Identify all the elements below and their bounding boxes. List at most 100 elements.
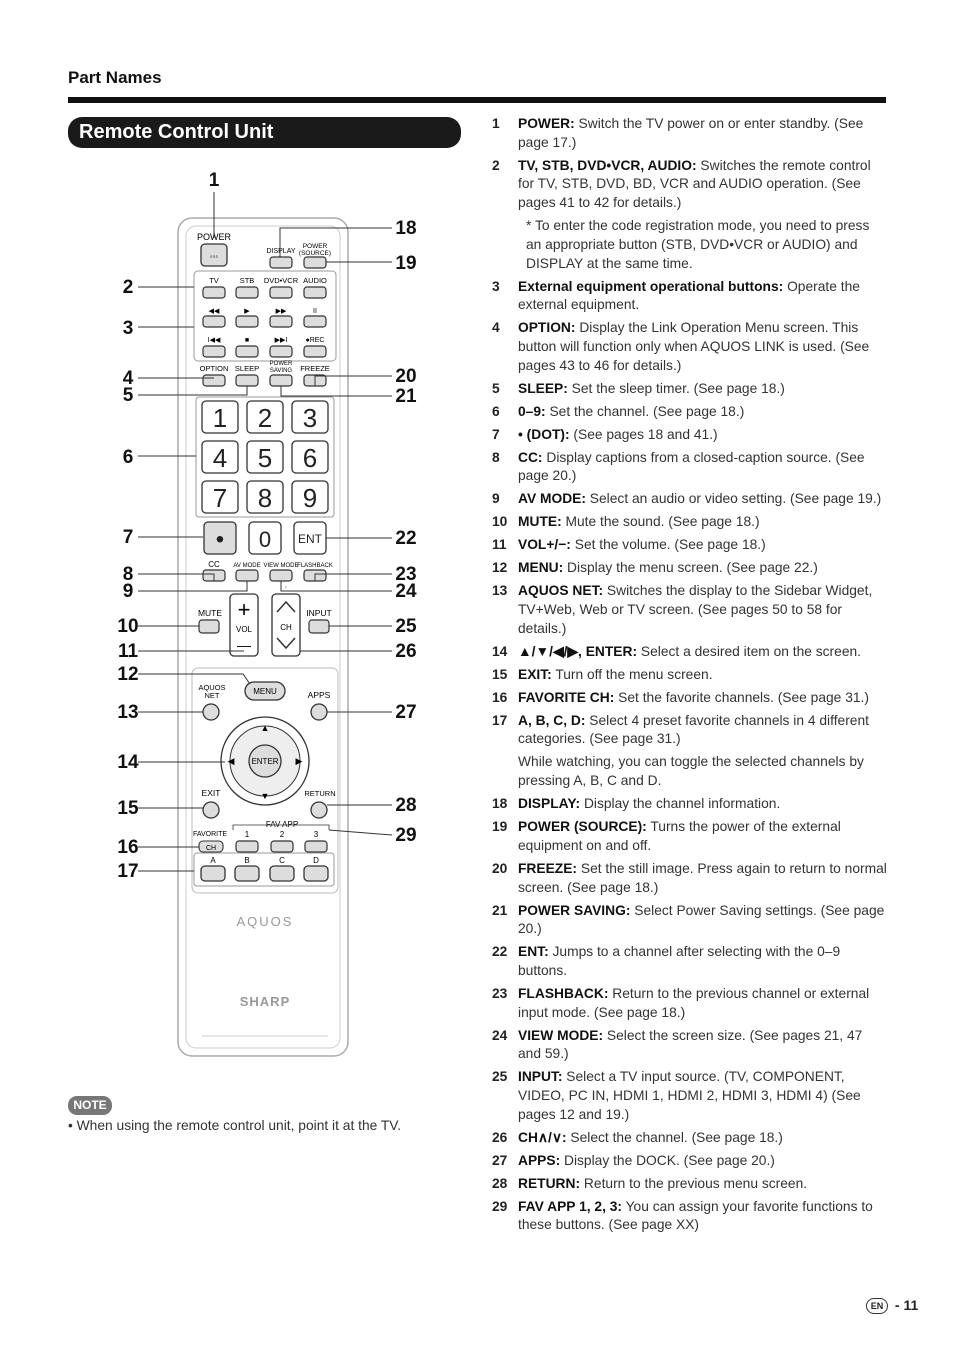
callout-number: 19 — [395, 253, 416, 274]
item-label: AV MODE: — [518, 491, 586, 507]
page-footer: EN - 11 — [866, 1297, 918, 1315]
svg-text:II: II — [313, 308, 317, 315]
item-label: POWER (SOURCE): — [518, 819, 647, 835]
favorite-ch-button: FAVORITE CH — [193, 831, 227, 853]
item-text: OPTION: Display the Link Operation Menu … — [518, 320, 870, 373]
leader-line — [138, 573, 215, 581]
item-text: SLEEP: Set the sleep timer. (See page 18… — [518, 380, 785, 396]
aquos-logo: AQUOS — [237, 914, 294, 929]
item-number: 3 — [492, 278, 500, 294]
callout-number: 28 — [395, 795, 416, 816]
color-button: D — [303, 856, 329, 882]
svg-text:POWER: POWER — [270, 361, 293, 367]
language-badge: EN — [866, 1298, 888, 1315]
leader-line — [138, 673, 251, 685]
item-label: AQUOS NET: — [518, 583, 604, 599]
leader-line — [280, 386, 392, 397]
leader-line — [138, 581, 248, 592]
dpad: ▲ ▼ ◀ ▶ ENTER — [220, 716, 310, 806]
svg-text:3: 3 — [303, 403, 317, 433]
callout-number: 2 — [123, 277, 134, 298]
svg-text:▶▶: ▶▶ — [276, 308, 287, 315]
svg-text:AV MODE: AV MODE — [233, 563, 260, 569]
item-label: External equipment operational buttons: — [518, 278, 784, 294]
transport-button: ●REC — [303, 337, 327, 358]
description-item: 10 MUTE: Mute the sound. (See page 18.) — [492, 513, 888, 532]
item-number: 10 — [492, 514, 508, 530]
svg-text:STB: STB — [240, 276, 255, 285]
option-row-button: OPTION — [200, 364, 228, 387]
svg-text:1: 1 — [245, 830, 250, 839]
item-text: MUTE: Mute the sound. (See page 18.) — [518, 514, 760, 530]
fav-app-button: 2 — [270, 830, 294, 853]
svg-text:DISPLAY: DISPLAY — [266, 248, 295, 255]
svg-text:FAVORITE: FAVORITE — [193, 831, 227, 838]
item-text: DISPLAY: Display the channel information… — [518, 796, 781, 812]
volume-rocker: + VOL — — [229, 593, 259, 657]
svg-text:▲: ▲ — [261, 723, 270, 733]
item-label: APPS: — [518, 1152, 561, 1168]
svg-text:AQUOS: AQUOS — [198, 683, 225, 692]
item-number: 21 — [492, 902, 508, 918]
item-text: TV, STB, DVD•VCR, AUDIO: Switches the re… — [518, 157, 871, 211]
svg-text:MENU: MENU — [253, 687, 277, 696]
svg-text:A: A — [210, 856, 216, 865]
leader-line — [138, 386, 248, 396]
item-number: 20 — [492, 860, 508, 876]
item-text: CC: Display captions from a closed-capti… — [518, 449, 865, 484]
svg-text:2: 2 — [280, 830, 285, 839]
svg-text:◀◀: ◀◀ — [209, 308, 220, 315]
callout-number: 21 — [395, 386, 417, 407]
color-button: A — [200, 856, 226, 882]
source-button: TV — [202, 276, 226, 299]
separator: - — [894, 1297, 904, 1313]
callout-number: 20 — [395, 366, 416, 387]
item-label: RETURN: — [518, 1175, 581, 1191]
callout-number: 6 — [123, 447, 134, 468]
digit-button: 4 — [201, 440, 239, 474]
digit-button: 9 — [291, 480, 329, 514]
item-number: 25 — [492, 1069, 508, 1085]
svg-text:POWER: POWER — [303, 243, 328, 250]
item-label: SLEEP: — [518, 380, 568, 396]
svg-text:B: B — [244, 856, 249, 865]
svg-text:(SOURCE): (SOURCE) — [299, 250, 331, 257]
callout-number: 8 — [123, 564, 134, 585]
transport-button: ◀◀ — [202, 308, 226, 328]
item-label: ▲/▼/◀/▶, ENTER: — [518, 643, 638, 659]
svg-text:2: 2 — [258, 403, 272, 433]
svg-text:+: + — [238, 597, 251, 622]
svg-text:ENT: ENT — [298, 532, 323, 546]
item-number: 19 — [492, 819, 508, 835]
callout-number: 18 — [395, 218, 416, 239]
item-label: VIEW MODE: — [518, 1027, 604, 1043]
item-label: • (DOT): — [518, 426, 570, 442]
fav-app-button: 3 — [304, 830, 328, 853]
item-number: 6 — [492, 403, 500, 419]
ent-button: ENT — [293, 521, 327, 555]
svg-text:C: C — [279, 856, 285, 865]
svg-text:SLEEP: SLEEP — [235, 364, 259, 373]
leader-line — [280, 581, 392, 592]
dot-button: • — [203, 521, 237, 555]
callout-number: 9 — [123, 581, 134, 602]
svg-text:RETURN: RETURN — [304, 789, 335, 798]
item-text: FAVORITE CH: Set the favorite channels. … — [518, 689, 869, 705]
svg-text:●REC: ●REC — [305, 337, 324, 344]
item-label: A, B, C, D: — [518, 712, 586, 728]
item-number: 7 — [492, 426, 500, 442]
item-text: ▲/▼/◀/▶, ENTER: Select a desired item on… — [518, 643, 861, 659]
item-text: EXIT: Turn off the menu screen. — [518, 666, 713, 682]
item-text: VOL+/−: Set the volume. (See page 18.) — [518, 537, 766, 553]
item-label: CC: — [518, 449, 543, 465]
transport-button: I◀◀ — [202, 337, 226, 358]
item-label: MENU: — [518, 560, 564, 576]
svg-text:INPUT: INPUT — [306, 608, 332, 618]
svg-text:•: • — [216, 526, 224, 553]
